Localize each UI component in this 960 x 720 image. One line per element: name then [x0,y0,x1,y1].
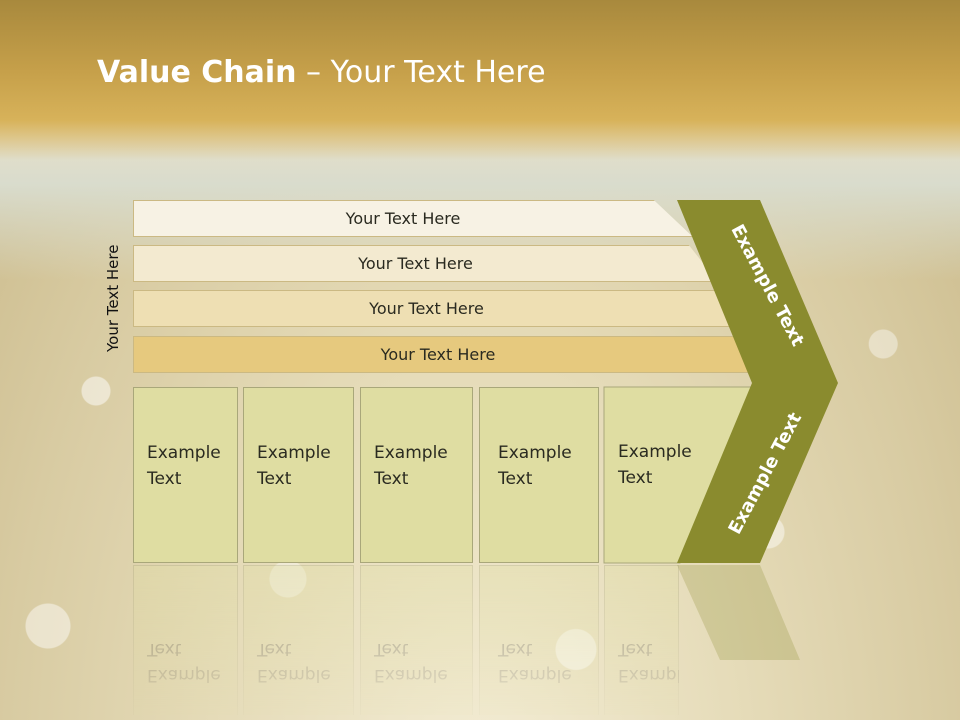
reflection-2-line1: Example [257,665,331,685]
box-5-line2: Text [618,468,653,488]
box-2-line2: Text [257,469,292,489]
box-1[interactable]: Example Text [133,387,238,563]
box-5[interactable]: Example Text [618,439,708,499]
box-1-line1: Example [147,443,221,463]
chevron-arrow [677,200,838,563]
bar-4-label: Your Text Here [380,345,496,364]
reflection-2: Example Text [243,565,354,715]
title-band [0,0,960,160]
chevron-reflection [677,565,800,660]
reflection-5-box: Example Text [604,565,679,715]
reflection-3: Example Text [360,565,473,715]
reflection-1-line2: Text [147,639,182,659]
bar-2-label: Your Text Here [358,254,473,273]
box-1-line2: Text [147,469,182,489]
box-3-line1: Example [374,443,448,463]
reflection-1-line1: Example [147,665,221,685]
reflection-1: Example Text [133,565,238,715]
reflection-4-box: Example Text [479,565,599,715]
reflection-2-line2: Text [257,639,292,659]
slide-title[interactable]: Value Chain – Your Text Here [97,55,546,90]
box-4-line2: Text [498,469,533,489]
reflection-1-box: Example Text [133,565,238,715]
box-3[interactable]: Example Text [360,387,473,563]
reflection-3-line2: Text [374,639,409,659]
bar-4[interactable]: Your Text Here [133,336,763,373]
reflection-3-line1: Example [374,665,448,685]
bar-1-label: Your Text Here [345,209,461,228]
bar-2[interactable]: Your Text Here [133,245,718,282]
reflection-5-line2: Text [618,639,653,659]
reflection-5-line1: Example [618,665,679,685]
reflection-5: Example Text [604,565,679,715]
box-3-line2: Text [374,469,409,489]
bar-3[interactable]: Your Text Here [133,290,740,327]
box-4-line1: Example [498,443,572,463]
box-2-line1: Example [257,443,331,463]
reflection-4: Example Text [479,565,599,715]
title-bold: Value Chain [97,55,297,90]
reflection-4-line2: Text [498,639,533,659]
reflection-2-box: Example Text [243,565,354,715]
bar-1[interactable]: Your Text Here [133,200,693,237]
box-4[interactable]: Example Text [479,387,599,563]
reflection-3-box: Example Text [360,565,473,715]
bar-3-label: Your Text Here [369,299,484,318]
reflection-4-line1: Example [498,665,572,685]
title-rest: – Your Text Here [296,55,546,90]
box-5-line1: Example [618,442,692,462]
box-2[interactable]: Example Text [243,387,354,563]
